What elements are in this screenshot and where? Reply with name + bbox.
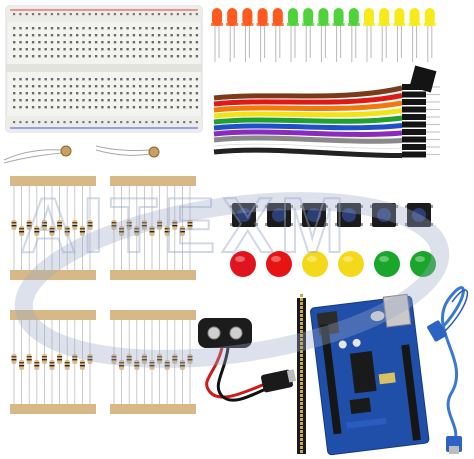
button-caps [230, 251, 436, 277]
jumper-wire [213, 114, 440, 125]
led [302, 8, 315, 62]
resistor-pack [10, 176, 96, 280]
led [423, 8, 436, 62]
led [317, 8, 330, 62]
resistor-packs [10, 176, 196, 414]
breadboard-holes [13, 13, 199, 124]
jumper-wire [213, 141, 440, 151]
tactile-button [265, 203, 293, 227]
arduino-uno-board [310, 293, 430, 456]
button-cap [374, 251, 400, 277]
jumper-wire [213, 121, 440, 131]
button-cap [230, 251, 256, 277]
led [211, 8, 223, 62]
led [241, 8, 254, 62]
tactile-button [405, 203, 433, 227]
resistor-pack [10, 310, 96, 414]
tactile-button [230, 203, 258, 227]
led [332, 8, 345, 62]
led [226, 8, 239, 62]
led-set [211, 8, 436, 62]
button-cap [266, 251, 292, 277]
usb-cable [427, 286, 469, 454]
tactile-button [300, 203, 328, 227]
tactile-button [335, 203, 363, 227]
breadboard [5, 5, 203, 133]
resistor-pack [110, 176, 196, 280]
photoresistors [3, 145, 160, 164]
led [271, 8, 284, 62]
tactile-button [370, 203, 398, 227]
jumper-wire [213, 106, 440, 119]
battery-clip [198, 318, 297, 402]
led [393, 8, 406, 62]
pin-header-strip [297, 294, 306, 454]
led [363, 8, 375, 62]
led [408, 8, 421, 62]
jumper-wire [213, 91, 440, 107]
jumper-wire [213, 99, 440, 113]
jumper-wire [213, 129, 440, 137]
jumper-wire [213, 147, 440, 159]
led [347, 8, 360, 62]
jumper-wire-ribbon [213, 65, 440, 159]
led [378, 8, 391, 62]
tactile-buttons [230, 203, 433, 227]
button-cap [302, 251, 328, 277]
button-cap [338, 251, 364, 277]
resistor-pack [110, 310, 196, 414]
jumper-wire [213, 135, 440, 144]
led [256, 8, 269, 62]
led [287, 8, 299, 62]
button-cap [410, 251, 436, 277]
